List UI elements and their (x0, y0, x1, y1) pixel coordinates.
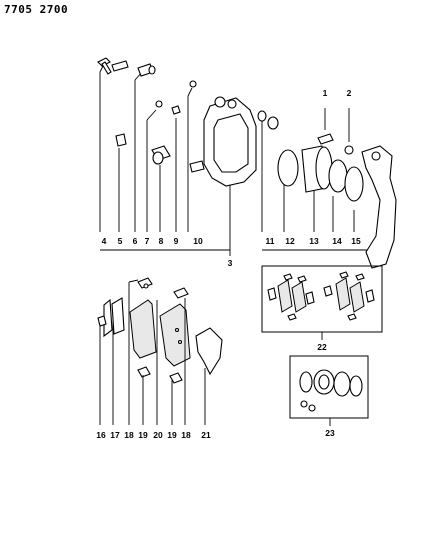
callout-23: 23 (325, 428, 335, 438)
callout-18b: 18 (181, 430, 191, 440)
lower-callouts: 16 17 18 19 20 19 18 21 (96, 430, 211, 440)
callout-11: 11 (266, 236, 275, 246)
callout-19: 19 (138, 430, 148, 440)
callout-2: 2 (347, 88, 352, 98)
callout-7: 7 (145, 236, 150, 246)
callout-6: 6 (133, 236, 138, 246)
upper-leader-lines (99, 63, 372, 256)
callout-20: 20 (153, 430, 163, 440)
callout-18: 18 (124, 430, 134, 440)
callout-19b: 19 (167, 430, 177, 440)
callout-21: 21 (201, 430, 211, 440)
callout-15: 15 (351, 236, 361, 246)
seal-kit-box: 23 (289, 355, 369, 438)
upper-callouts: 1 2 3 4 5 6 7 8 9 10 11 12 13 14 15 (102, 88, 361, 268)
callout-14: 14 (332, 236, 342, 246)
callout-4: 4 (102, 236, 107, 246)
callout-3: 3 (228, 258, 233, 268)
upper-parts (97, 57, 397, 269)
document-number: 7705 2700 (4, 3, 69, 16)
callout-12: 12 (285, 236, 295, 246)
callout-9: 9 (174, 236, 179, 246)
callout-17: 17 (110, 430, 120, 440)
callout-16: 16 (96, 430, 106, 440)
pad-kit-box: 22 (261, 265, 383, 352)
callout-1: 1 (323, 88, 328, 98)
lower-pad-assembly (97, 277, 223, 425)
callout-13: 13 (309, 236, 319, 246)
callout-22: 22 (317, 342, 327, 352)
callout-8: 8 (159, 236, 164, 246)
callout-10: 10 (193, 236, 203, 246)
callout-5: 5 (118, 236, 123, 246)
